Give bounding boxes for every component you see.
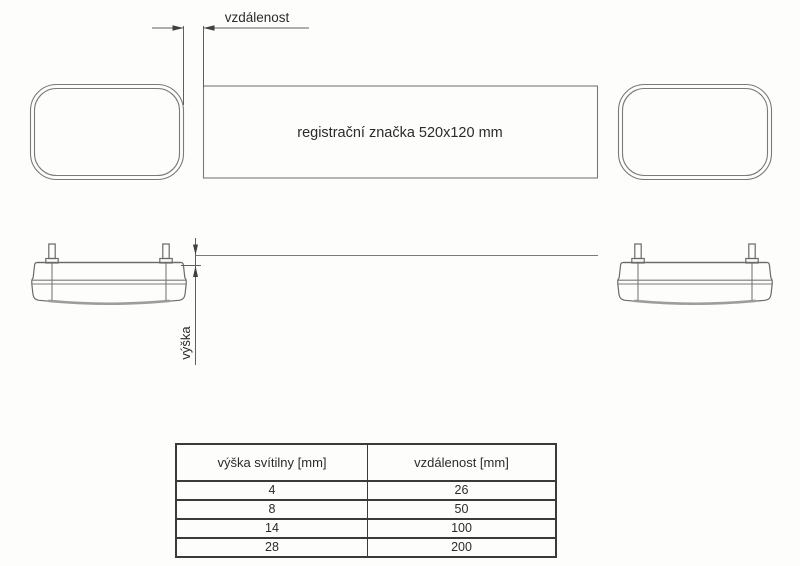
mounting-bolt (631, 243, 645, 264)
lens-shading (47, 299, 171, 306)
table-row: 14 100 (176, 518, 556, 538)
lens-shading (633, 299, 757, 306)
arrowhead-right-icon (172, 25, 184, 31)
cell-height: 4 (176, 480, 368, 500)
table-row: 4 26 (176, 480, 556, 500)
column-header-distance: vzdálenost [mm] (367, 444, 556, 482)
height-dimension (181, 238, 201, 365)
height-label: výška (178, 326, 193, 360)
distance-label: vzdálenost (225, 10, 290, 25)
cell-distance: 50 (367, 499, 556, 519)
cell-distance: 100 (367, 518, 556, 538)
distance-dimension (152, 25, 309, 105)
license-plate-outline (202, 85, 599, 179)
mounting-bolt (745, 243, 759, 264)
cell-height: 8 (176, 499, 368, 519)
cell-distance: 200 (367, 537, 556, 557)
cell-height: 28 (176, 537, 368, 557)
arrowhead-left-icon (203, 25, 215, 31)
lamp-side-right (617, 243, 773, 306)
arrowhead-down-icon (193, 244, 198, 255)
table-row: 28 200 (176, 537, 556, 557)
cell-distance: 26 (367, 480, 556, 500)
mounting-bolt (45, 243, 59, 264)
cell-height: 14 (176, 518, 368, 538)
lamp-front-right (617, 83, 773, 181)
column-header-lamp-height: výška svítilny [mm] (176, 444, 368, 482)
lamp-front-left (29, 83, 185, 181)
table-row: 8 50 (176, 499, 556, 519)
table-header-row: výška svítilny [mm] vzdálenost [mm] (176, 444, 556, 482)
mounting-bolt (159, 243, 173, 264)
spec-table: výška svítilny [mm] vzdálenost [mm] 4 26… (175, 443, 557, 558)
arrowhead-up-icon (193, 266, 198, 277)
lamp-side-left (31, 243, 187, 306)
plate-label: registrační značka 520x120 mm (297, 125, 503, 141)
